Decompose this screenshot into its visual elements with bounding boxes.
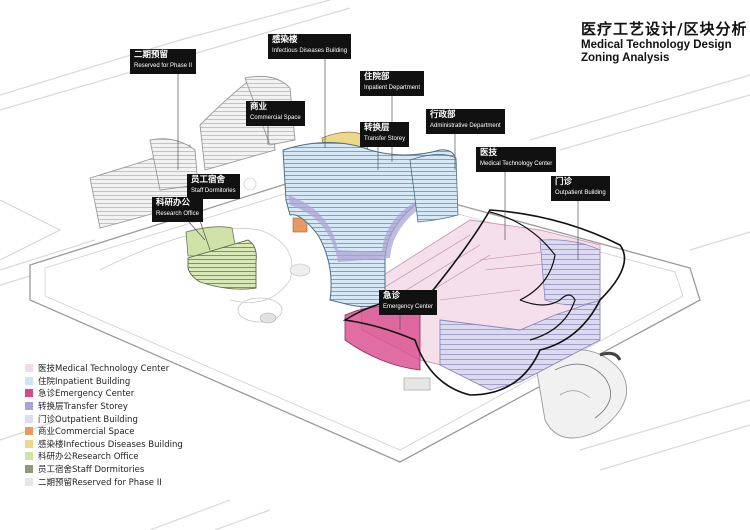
tag-inpatient-zh: 住院部	[364, 72, 390, 82]
tag-infectious: 感染楼 Infectious Diseases Building	[268, 34, 352, 59]
legend-item: 二期预留Reserved for Phase II	[25, 475, 183, 488]
title-zh: 医疗工艺设计/区块分析	[581, 20, 748, 38]
legend-item: 科研办公Research Office	[25, 450, 183, 463]
tag-emergency: 急诊 Emergency Center	[379, 290, 438, 315]
legend-label: 转换层Transfer Storey	[38, 402, 128, 413]
legend-item: 感染楼Infectious Diseases Building	[25, 438, 183, 451]
tag-medtech-zh: 医技	[480, 148, 498, 158]
tag-transfer-en: Transfer Storey	[364, 136, 406, 142]
tag-research-en: Research Office	[156, 211, 199, 217]
legend-label: 二期预留Reserved for Phase II	[38, 477, 162, 488]
podium-outline	[342, 209, 626, 396]
legend-label: 医技Medical Technology Center	[38, 364, 170, 375]
tag-research: 科研办公 Research Office	[152, 197, 203, 222]
tag-infectious-zh: 感染楼	[272, 35, 298, 45]
tag-outpatient-en: Outpatient Building	[555, 190, 606, 196]
legend: 医技Medical Technology Center 住院Inpatient …	[25, 362, 183, 488]
podium-plaza-outline	[519, 294, 576, 341]
tag-research-zh: 科研办公	[156, 198, 191, 208]
tag-infectious-en: Infectious Diseases Building	[272, 48, 348, 54]
tag-commercial: 商业 Commercial Space	[246, 101, 305, 126]
tag-phase2-en: Reserved for Phase II	[134, 63, 193, 69]
diagram-title: 医疗工艺设计/区块分析 Medical Technology Design Zo…	[581, 18, 747, 65]
administrative-tower	[409, 154, 459, 223]
tag-phase2-zh: 二期预留	[134, 50, 169, 60]
legend-swatch	[25, 427, 33, 436]
tag-commercial-zh: 商业	[250, 102, 268, 112]
legend-swatch	[25, 465, 33, 474]
tag-administrative-en: Administrative Department	[430, 123, 501, 129]
tag-administrative: 行政部 Administrative Department	[426, 109, 505, 134]
legend-label: 门诊Outpatient Building	[38, 414, 138, 425]
legend-swatch	[25, 452, 33, 461]
tag-emergency-zh: 急诊	[383, 291, 401, 301]
legend-swatch	[25, 439, 33, 448]
tag-outpatient-zh: 门诊	[555, 177, 573, 187]
legend-swatch	[25, 414, 33, 423]
tag-phase2: 二期预留 Reserved for Phase II	[130, 49, 197, 74]
legend-item: 员工宿舍Staff Dormitories	[25, 463, 183, 476]
tag-administrative-zh: 行政部	[430, 110, 456, 120]
tag-outpatient: 门诊 Outpatient Building	[551, 176, 610, 201]
legend-label: 急诊Emergency Center	[38, 389, 135, 400]
tag-transfer-zh: 转换层	[364, 123, 390, 133]
outpatient-building-block	[439, 299, 601, 391]
staff-dormitory-block	[187, 239, 257, 290]
tag-transfer: 转换层 Transfer Storey	[360, 122, 410, 147]
legend-label: 住院Inpatient Building	[38, 376, 131, 387]
title-en-line2: Zoning Analysis	[581, 52, 670, 64]
tag-medtech-en: Medical Technology Center	[480, 161, 553, 167]
legend-item: 住院Inpatient Building	[25, 375, 183, 388]
inpatient-transfer-band	[288, 195, 424, 262]
legend-item: 转换层Transfer Storey	[25, 400, 183, 413]
legend-swatch	[25, 376, 33, 385]
tag-commercial-en: Commercial Space	[250, 115, 301, 121]
legend-swatch	[25, 402, 33, 411]
commercial-space-block	[292, 217, 308, 233]
legend-item: 商业Commercial Space	[25, 425, 183, 438]
tag-emergency-en: Emergency Center	[383, 304, 434, 310]
tag-medtech: 医技 Medical Technology Center	[476, 147, 557, 172]
title-en-line1: Medical Technology Design	[581, 39, 732, 51]
podium-inner-outline	[489, 211, 556, 301]
legend-swatch	[25, 477, 33, 486]
legend-swatch	[25, 389, 33, 398]
legend-label: 感染楼Infectious Diseases Building	[38, 439, 183, 450]
tag-dormitory: 员工宿舍 Staff Dormitories	[187, 174, 240, 199]
legend-item: 急诊Emergency Center	[25, 387, 183, 400]
legend-label: 商业Commercial Space	[38, 427, 135, 438]
tag-inpatient: 住院部 Inpatient Department	[360, 71, 425, 96]
tag-dormitory-en: Staff Dormitories	[191, 188, 236, 194]
legend-label: 科研办公Research Office	[38, 452, 139, 463]
tag-dormitory-zh: 员工宿舍	[191, 175, 226, 185]
legend-item: 医技Medical Technology Center	[25, 362, 183, 375]
legend-label: 员工宿舍Staff Dormitories	[38, 465, 145, 476]
legend-swatch	[25, 364, 33, 373]
legend-item: 门诊Outpatient Building	[25, 412, 183, 425]
tag-inpatient-en: Inpatient Department	[364, 85, 421, 91]
